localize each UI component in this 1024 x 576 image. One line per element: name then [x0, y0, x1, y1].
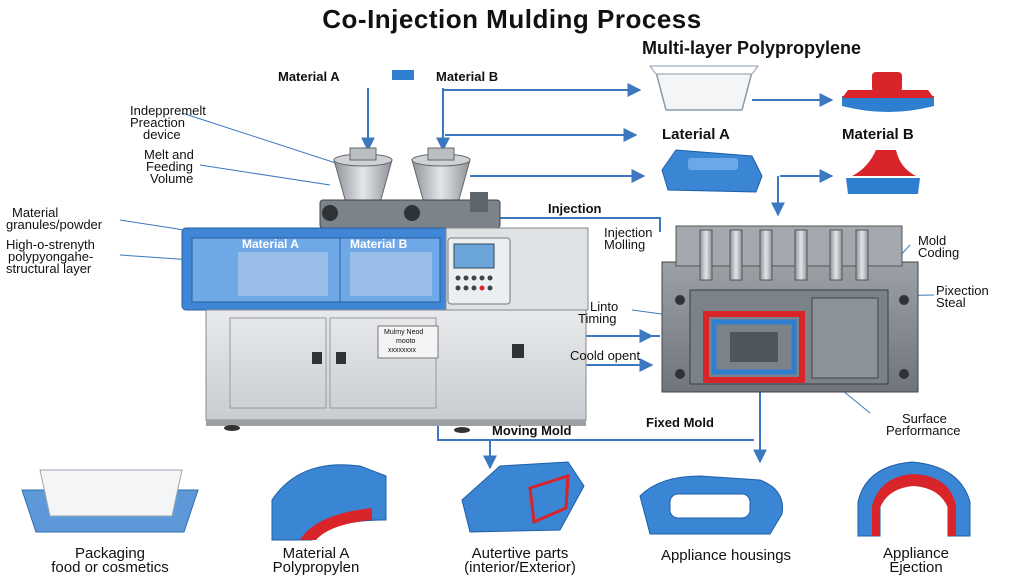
label-material-b: Material B	[436, 69, 499, 84]
product-material-a-part	[271, 464, 387, 541]
caption-appliance-ejection-1: Appliance	[883, 545, 949, 562]
caption-automotive-2: (interior/Exterior)	[464, 559, 576, 576]
label-material-b-right: Material B	[842, 126, 914, 143]
label-lateral-a: Laterial A	[662, 126, 730, 143]
label-melt-2: Feeding	[146, 159, 193, 174]
caption-packaging-2: food or cosmetics	[51, 559, 169, 576]
label-melt-3: Volume	[150, 171, 194, 186]
product-appliance-ejection	[857, 461, 971, 537]
label-pixection-2: Steal	[936, 295, 966, 310]
label-lint-1: Linto	[590, 299, 619, 314]
label-injection-mold-2: Molling	[604, 237, 646, 252]
label-surface-2: Performance	[886, 423, 961, 438]
product-appliance-housing	[639, 475, 784, 535]
label-fixed-mold: Fixed Mold	[646, 415, 714, 430]
label-cool-open: Coold opent	[570, 348, 641, 363]
material-swatch	[392, 70, 414, 80]
plate-text-2: mooto	[396, 338, 416, 345]
plate-text-3: xxxxxxxx	[388, 347, 416, 354]
label-injection-mold-1: Injection	[604, 225, 653, 240]
label-strength-1: High-o-strenyth	[6, 237, 95, 252]
label-granules-2: granules/powder	[6, 217, 103, 232]
product-automotive-part	[461, 461, 585, 533]
label-pixection-1: Pixection	[936, 283, 989, 298]
label-surface-1: Surface	[902, 411, 947, 426]
product-packaging-tray	[21, 469, 199, 533]
mold-assembly	[661, 225, 919, 393]
product-lid-red-blue	[842, 72, 934, 112]
injection-machine	[181, 147, 589, 433]
label-independent-3: device	[143, 127, 181, 142]
label-strength-2: polypyongahe-	[8, 249, 94, 264]
label-mold-coding-1: Mold	[918, 233, 947, 248]
label-lint-2: Timing	[578, 311, 617, 326]
caption-appliance-ejection-2: Ejection	[889, 559, 943, 576]
product-tray-white	[649, 65, 759, 111]
label-material-a: Material A	[278, 69, 340, 84]
label-injection: Injection	[548, 201, 602, 216]
label-melt-1: Melt and	[144, 147, 194, 162]
caption-packaging-1: Packaging	[74, 545, 146, 562]
label-independent-2: Preaction	[130, 115, 185, 130]
label-granules-1: Material	[12, 205, 59, 220]
label-independent-1: Indeppremelt	[130, 103, 206, 118]
product-cap-red-blue	[846, 150, 920, 194]
window-label-b: Material B	[350, 237, 408, 251]
caption-material-a-2: Polypropylen	[272, 559, 360, 576]
label-multi-layer: Multi-layer Polypropylene	[642, 38, 862, 58]
label-moving-mold: Moving Mold	[492, 423, 572, 438]
plate-text-1: Mulmy Neod	[384, 329, 424, 336]
caption-material-a-1: Material A	[282, 545, 350, 562]
diagram-title: Co-Injection Mulding Process	[322, 4, 702, 34]
window-label-a: Material A	[242, 237, 299, 251]
caption-appliance-housings: Appliance housings	[660, 547, 792, 564]
caption-automotive-1: Autertive parts	[471, 545, 569, 562]
label-mold-coding-2: Coding	[918, 245, 960, 260]
label-strength-3: structural layer	[6, 261, 92, 276]
product-blue-block	[661, 149, 763, 193]
